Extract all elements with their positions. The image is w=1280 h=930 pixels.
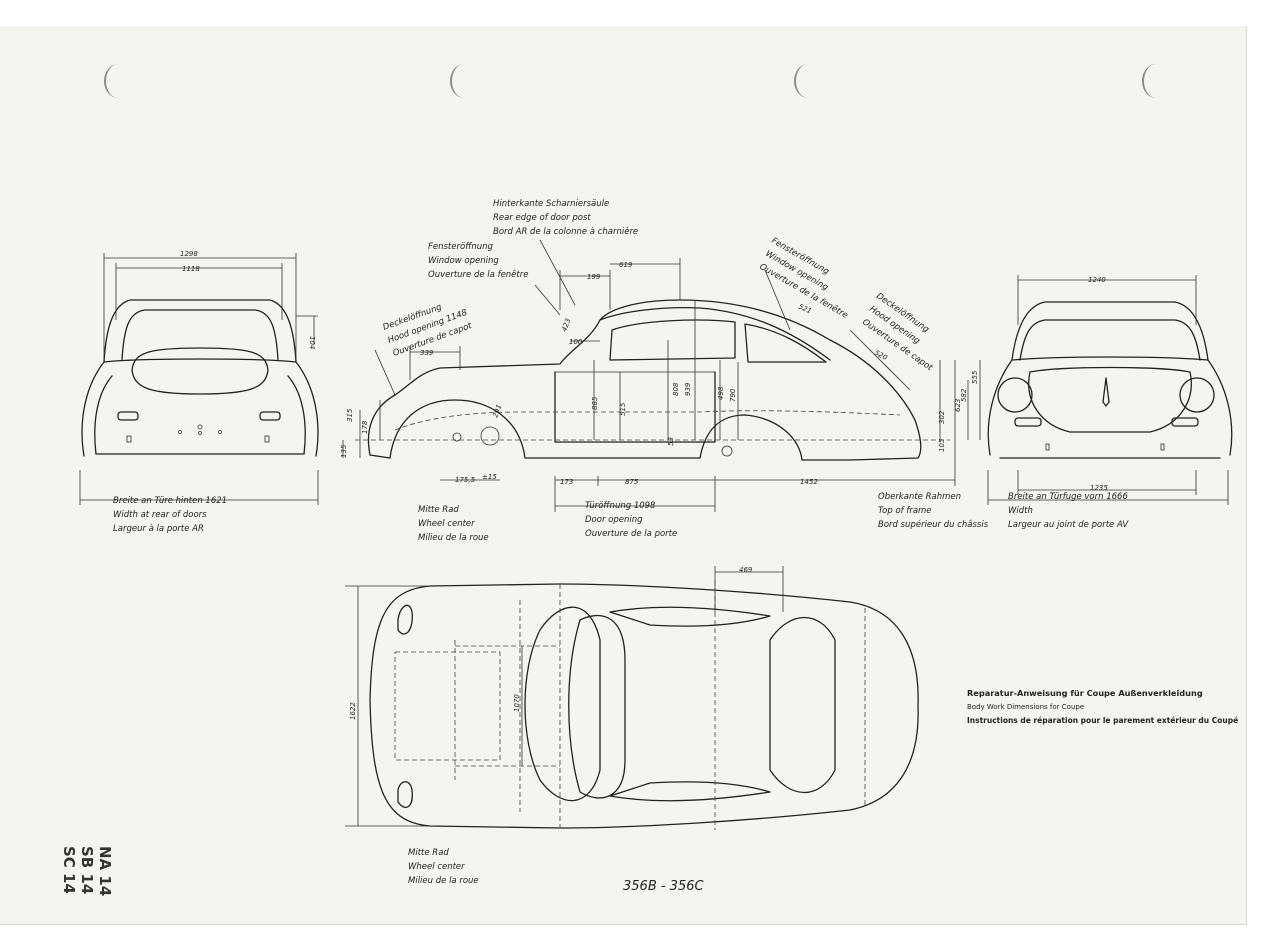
- front-view: 1240 1235: [987, 275, 1233, 505]
- title-line-de: Reparatur-Anweisung für Coupe Außenverkl…: [967, 688, 1203, 698]
- rear-width-label-fr: Largeur à la porte AR: [113, 524, 204, 534]
- dim-1070: 1070: [513, 694, 521, 712]
- frame-label-de: Oberkante Rahmen: [878, 492, 961, 502]
- code-sc: SC 14: [60, 846, 78, 894]
- top-wheel-center-label-en: Wheel center: [408, 862, 465, 872]
- door-opening-label: Türöffnung 1098 Door opening Ouverture d…: [585, 499, 677, 541]
- page-codes: NA 14 SB 14 SC 14: [58, 846, 116, 898]
- dim-623: 623: [954, 399, 962, 412]
- title-block: Reparatur-Anweisung für Coupe Außenverkl…: [967, 686, 1238, 727]
- dim-1235: 1235: [1090, 484, 1108, 492]
- title-line-en: Body Work Dimensions for Coupe: [967, 703, 1085, 711]
- dim-15: ±15: [482, 473, 497, 481]
- frame-label-fr: Bord supérieur du châssis: [878, 520, 989, 530]
- door-opening-label-de: Türöffnung 1098: [585, 501, 656, 511]
- door-opening-label-fr: Ouverture de la porte: [585, 529, 678, 539]
- dim-175-5: 175,5: [455, 476, 476, 484]
- top-wheel-center-label-fr: Milieu de la roue: [408, 876, 479, 886]
- dim-1622: 1622: [349, 702, 357, 720]
- punch-hole: [450, 64, 478, 98]
- dim-105: 105: [938, 438, 946, 452]
- punch-hole: [794, 64, 822, 98]
- window-opening-label-en: Window opening: [428, 256, 499, 266]
- dim-178: 178: [361, 420, 369, 434]
- dim-1298: 1298: [180, 250, 198, 258]
- wheel-center-label-en: Wheel center: [418, 519, 475, 529]
- front-width-label-en: Width: [1008, 506, 1033, 516]
- rear-width-label-de: Breite an Türe hinten 1621: [113, 496, 228, 506]
- punch-hole: [1142, 64, 1170, 98]
- dim-469: 469: [739, 566, 753, 574]
- front-width-label: Breite an Türfuge vorn 1666 Width Largeu…: [1008, 490, 1128, 532]
- rear-view: 1298 1118 104: [79, 250, 319, 505]
- dim-808: 808: [672, 382, 680, 396]
- dim-135: 135: [340, 444, 348, 458]
- dim-100: 100: [569, 338, 583, 346]
- dim-339: 339: [420, 349, 434, 357]
- front-width-label-fr: Largeur au joint de porte AV: [1008, 520, 1129, 530]
- dim-199: 199: [587, 273, 601, 281]
- top-wheel-center-label: Mitte Rad Wheel center Milieu de la roue: [408, 846, 479, 888]
- dim-875: 875: [625, 478, 639, 486]
- window-opening-label-de: Fensteröffnung: [428, 242, 493, 252]
- code-na: NA 14: [96, 846, 114, 897]
- rear-width-label: Breite an Türe hinten 1621 Width at rear…: [113, 494, 227, 536]
- dim-498: 498: [717, 386, 725, 400]
- dim-521: 521: [797, 303, 813, 316]
- dim-53: 53: [667, 437, 675, 446]
- door-post-label-en: Rear edge of door post: [493, 213, 591, 223]
- door-post-label-fr: Bord AR de la colonne à charnière: [493, 226, 638, 237]
- window-opening-label-fr: Ouverture de la fenêtre: [428, 269, 528, 280]
- punch-hole: [104, 64, 132, 98]
- dim-1452: 1452: [800, 478, 818, 486]
- dim-104: 104: [308, 336, 316, 349]
- model-designation: 356B - 356C: [623, 879, 704, 894]
- wheel-center-label-de: Mitte Rad: [418, 505, 459, 515]
- door-opening-label-en: Door opening: [585, 515, 643, 525]
- dim-520: 520: [873, 349, 889, 363]
- wheel-center-label: Mitte Rad Wheel center Milieu de la roue: [418, 503, 489, 545]
- side-view: 199 619 423 100 339 521 520 885 515 808 …: [340, 199, 981, 512]
- top-view: 1622 1070 469: [345, 566, 919, 830]
- code-sb: SB 14: [78, 846, 96, 895]
- rear-width-label-en: Width at rear of doors: [113, 510, 207, 520]
- dim-939: 939: [684, 382, 692, 396]
- dim-582: 582: [960, 388, 968, 402]
- door-post-label-de: Hinterkante Scharniersäule: [493, 199, 609, 209]
- dim-291: 291: [491, 403, 503, 418]
- title-line-fr: Instructions de réparation pour le parem…: [967, 716, 1239, 725]
- dim-790: 790: [729, 388, 737, 402]
- dim-1240: 1240: [1088, 276, 1106, 284]
- dim-885: 885: [591, 396, 599, 410]
- dim-302: 302: [938, 410, 946, 424]
- dim-423: 423: [560, 317, 572, 332]
- dim-515: 515: [619, 402, 627, 416]
- dim-619: 619: [619, 261, 633, 269]
- front-width-label-de: Breite an Türfuge vorn 1666: [1008, 492, 1128, 502]
- dim-315: 315: [346, 408, 354, 422]
- wheel-center-label-fr: Milieu de la roue: [418, 533, 489, 543]
- dim-1118: 1118: [182, 265, 200, 273]
- dim-173: 173: [560, 478, 573, 486]
- top-wheel-center-label-de: Mitte Rad: [408, 848, 449, 858]
- frame-label: Oberkante Rahmen Top of frame Bord supér…: [878, 490, 988, 532]
- dim-555: 555: [971, 370, 979, 384]
- frame-label-en: Top of frame: [878, 506, 932, 516]
